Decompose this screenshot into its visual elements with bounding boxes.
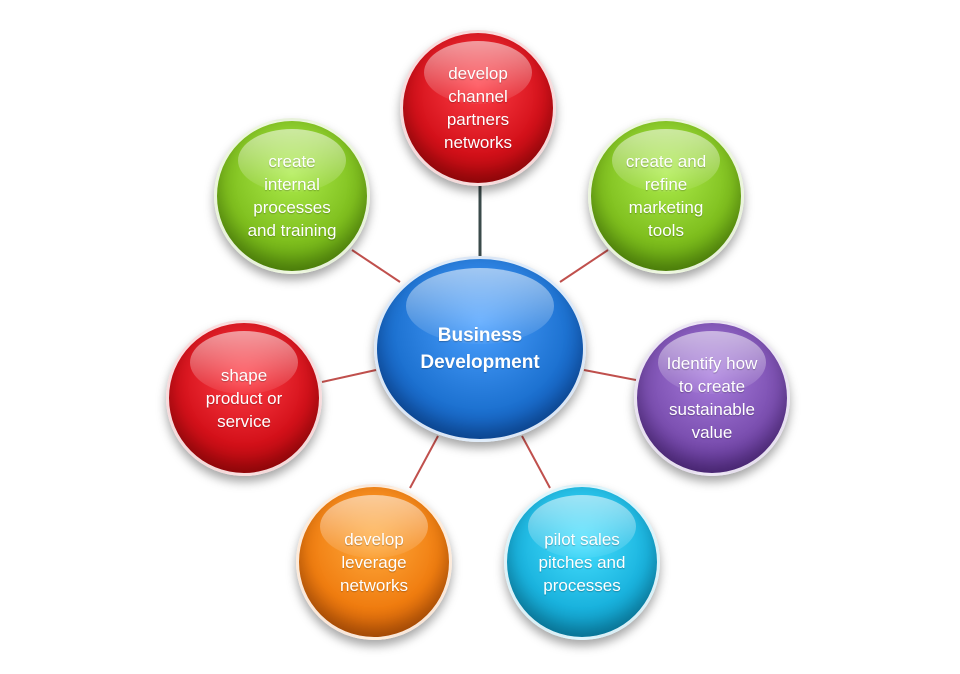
bubble-create-internal-processes: create internal processes and training xyxy=(214,118,370,274)
bubble-develop-channel-partners: develop channel partners networks xyxy=(400,30,556,186)
bubble-shape-product: shape product or service xyxy=(166,320,322,476)
bubble-label: develop leverage networks xyxy=(339,529,409,595)
bubble-label: pilot sales pitches and processes xyxy=(538,529,626,595)
bubble-label: develop channel partners networks xyxy=(443,64,513,152)
bubble-pilot-sales: pilot sales pitches and processes xyxy=(504,484,660,640)
bubble-label: create internal processes and training xyxy=(247,152,337,240)
bubble-label: shape product or service xyxy=(205,365,283,431)
connector-top-left xyxy=(351,249,401,283)
connector-bottom-left xyxy=(409,435,439,489)
connector-top-right xyxy=(559,249,609,283)
bubble-label: create and refine marketing tools xyxy=(625,152,707,240)
center-label: Business Development xyxy=(420,325,540,373)
connector-left xyxy=(321,369,377,383)
bubble-sustainable-value: Identify how to create sustainable value xyxy=(634,320,790,476)
center-bubble-business-development: Business Development xyxy=(374,256,586,442)
bubble-develop-leverage-networks: develop leverage networks xyxy=(296,484,452,640)
connector-right xyxy=(583,369,637,381)
bubble-label: Identify how to create sustainable value xyxy=(666,354,758,442)
bubble-create-marketing-tools: create and refine marketing tools xyxy=(588,118,744,274)
connector-bottom-right xyxy=(521,435,551,489)
